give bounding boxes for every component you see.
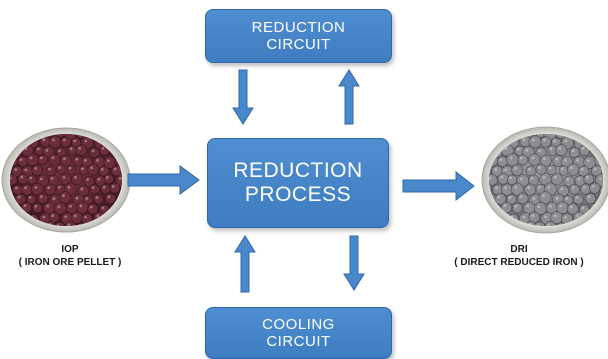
reduction-circuit-box: REDUCTION CIRCUIT bbox=[205, 9, 392, 63]
cooling-circuit-label-line1: COOLING bbox=[262, 316, 335, 333]
dri-title: DRI bbox=[430, 244, 608, 257]
arrow-cooling-to-process bbox=[235, 236, 255, 292]
iop-caption: IOP ( IRON ORE PELLET ) bbox=[10, 244, 130, 269]
reduction-process-box: REDUCTION PROCESS bbox=[207, 138, 389, 228]
iop-subtitle: ( IRON ORE PELLET ) bbox=[10, 257, 130, 270]
reduction-process-label-line1: REDUCTION bbox=[233, 159, 362, 183]
arrow-process-to-cooling bbox=[344, 236, 364, 290]
reduction-process-label-line2: PROCESS bbox=[245, 183, 351, 207]
reduction-circuit-label-line1: REDUCTION bbox=[252, 19, 346, 36]
arrow-process-to-dri bbox=[403, 172, 474, 200]
dri-caption: DRI ( DIRECT REDUCED IRON ) bbox=[430, 244, 608, 269]
dri-pellet-image bbox=[462, 126, 608, 234]
arrow-iop-to-process bbox=[128, 166, 199, 194]
iop-title: IOP bbox=[10, 244, 130, 257]
reduction-circuit-label-line2: CIRCUIT bbox=[266, 36, 330, 53]
arrow-reduction-circuit-to-process bbox=[233, 70, 253, 124]
cooling-circuit-label-line2: CIRCUIT bbox=[266, 333, 330, 350]
cooling-circuit-box: COOLING CIRCUIT bbox=[205, 307, 392, 359]
arrow-process-to-reduction-circuit bbox=[339, 70, 359, 124]
dri-subtitle: ( DIRECT REDUCED IRON ) bbox=[430, 257, 608, 270]
